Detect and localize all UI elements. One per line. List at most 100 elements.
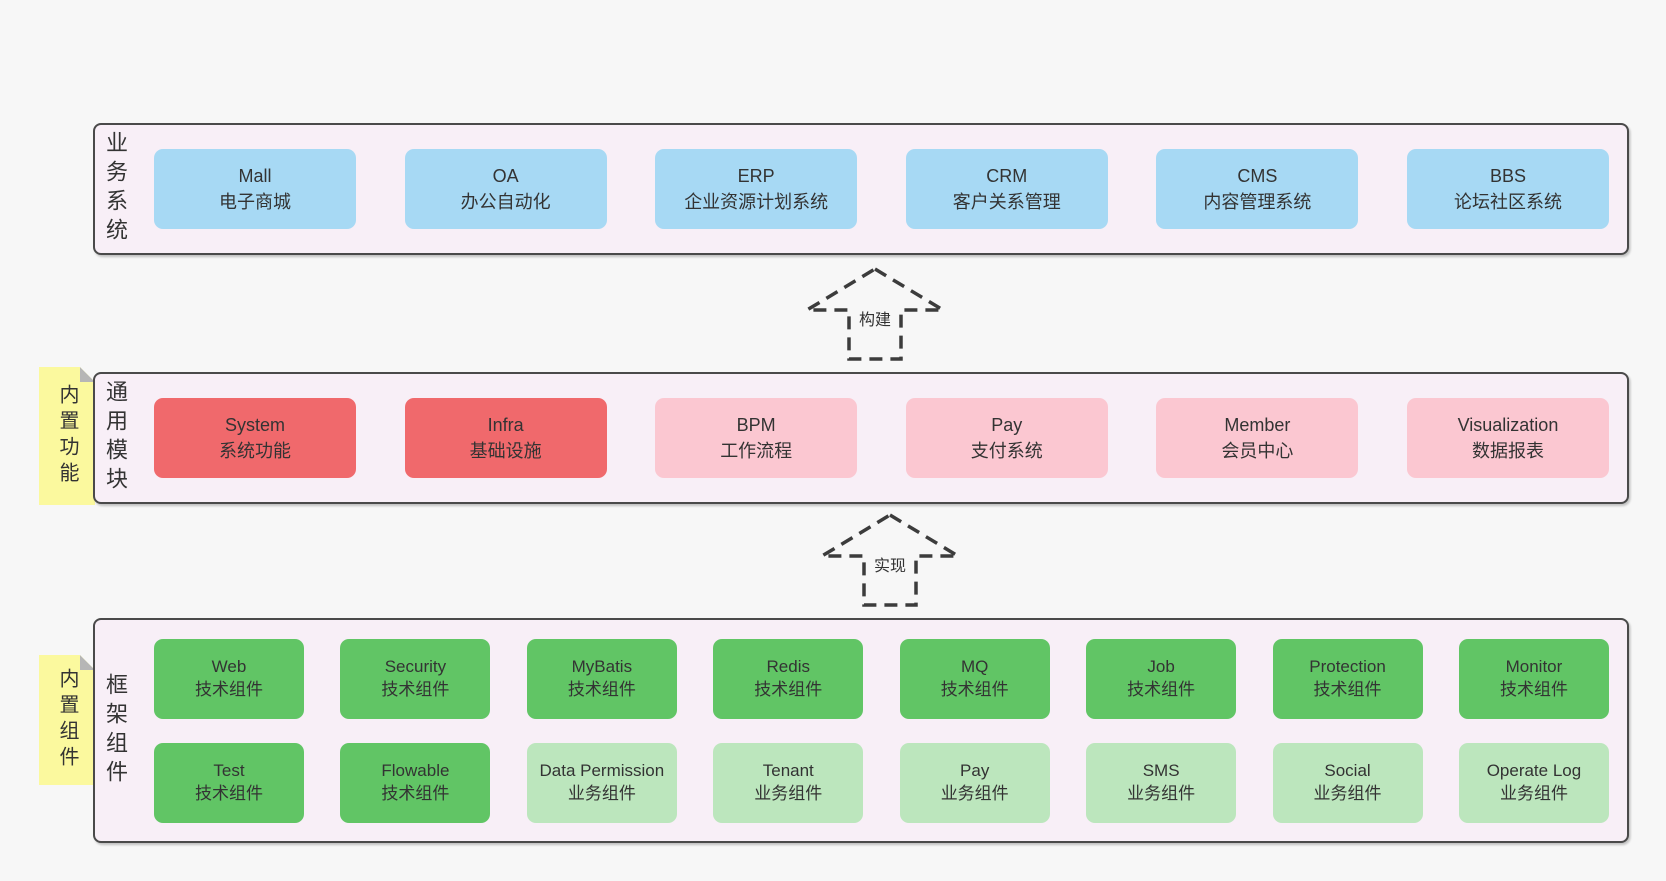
sticky-note-built-in-functions: 内置功能 [39,367,95,505]
box-mybatis: MyBatis 技术组件 [526,638,677,719]
sticky-note-label: 内置功能 [56,384,78,488]
box-member: Member 会员中心 [1156,398,1359,478]
box-erp: ERP 企业资源计划系统 [655,149,858,229]
box-name: Monitor [1505,656,1563,676]
box-name: Redis [766,656,810,676]
box-name: Job [1147,656,1175,676]
box-name: Web [211,656,247,676]
box-web: Web 技术组件 [154,638,304,719]
box-name: Social [1324,760,1371,780]
box-sms: SMS 业务组件 [1086,742,1237,823]
box-name: Infra [487,414,524,435]
box-desc: 办公自动化 [460,192,551,212]
box-desc: 工作流程 [720,441,793,461]
band-common-modules-content: System 系统功能 Infra 基础设施 BPM 工作流程 Pay 支付系统… [154,374,1609,502]
box-infra: Infra 基础设施 [404,398,607,478]
box-desc: 系统功能 [219,441,291,461]
box-name: SMS [1142,760,1180,780]
box-monitor: Monitor 技术组件 [1458,638,1609,719]
box-desc: 技术组件 [381,679,450,699]
box-name: Protection [1309,656,1386,676]
box-name: Tenant [762,760,814,780]
box-desc: 基础设施 [469,441,542,461]
band-business-systems-content: Mall 电子商城 OA 办公自动化 ERP 企业资源计划系统 CRM 客户关系… [154,125,1609,253]
box-desc: 论坛社区系统 [1453,192,1562,212]
box-bpm: BPM 工作流程 [655,398,858,478]
box-name: Operate Log [1486,760,1582,780]
box-mq: MQ 技术组件 [899,638,1050,719]
build-arrow-label: 构建 [855,305,895,331]
band-common-modules: 通用模块 System 系统功能 Infra 基础设施 BPM 工作流程 Pay… [93,372,1629,504]
framework-row-2: Test 技术组件 Flowable 技术组件 Data Permission … [154,742,1609,823]
box-desc: 技术组件 [195,679,263,699]
box-name: Pay [991,414,1023,435]
box-desc: 技术组件 [567,679,636,699]
box-desc: 业务组件 [940,783,1009,803]
box-name: BBS [1489,165,1526,186]
box-name: Flowable [381,760,450,780]
box-security: Security 技术组件 [340,638,491,719]
box-test: Test 技术组件 [154,742,304,823]
box-desc: 技术组件 [1499,679,1568,699]
implement-arrow: 实现 [806,512,974,608]
build-arrow: 构建 [791,266,959,362]
box-protection: Protection 技术组件 [1272,638,1423,719]
framework-row-1: Web 技术组件 Security 技术组件 MyBatis 技术组件 Redi… [154,638,1609,719]
box-social: Social 业务组件 [1272,742,1423,823]
box-desc: 技术组件 [1127,679,1196,699]
box-crm: CRM 客户关系管理 [905,149,1108,229]
box-desc: 业务组件 [1127,783,1196,803]
box-desc: 技术组件 [1313,679,1382,699]
band-framework-components-content: Web 技术组件 Security 技术组件 MyBatis 技术组件 Redi… [154,620,1609,841]
box-data-permission: Data Permission 业务组件 [526,742,677,823]
box-redis: Redis 技术组件 [713,638,864,719]
box-name: Visualization [1457,414,1559,435]
box-name: Data Permission [539,760,665,780]
sticky-note-label: 内置组件 [56,668,78,772]
box-desc: 企业资源计划系统 [684,192,829,212]
box-flowable: Flowable 技术组件 [340,742,491,823]
box-desc: 会员中心 [1221,441,1294,461]
box-name: BPM [736,414,776,435]
box-mall: Mall 电子商城 [154,149,356,229]
box-desc: 客户关系管理 [952,192,1061,212]
box-desc: 业务组件 [567,783,636,803]
box-pay-system: Pay 支付系统 [905,398,1108,478]
box-name: Security [384,656,447,676]
box-name: System [224,414,285,435]
box-name: MyBatis [571,656,633,676]
box-desc: 业务组件 [1313,783,1382,803]
box-pay-component: Pay 业务组件 [899,742,1050,823]
box-name: CRM [986,165,1028,186]
box-tenant: Tenant 业务组件 [713,742,864,823]
box-desc: 技术组件 [940,679,1009,699]
box-system: System 系统功能 [154,398,356,478]
band-business-systems-label: 业务系统 [103,131,128,247]
box-desc: 业务组件 [1499,783,1568,803]
box-name: Test [213,760,245,780]
box-desc: 技术组件 [754,679,823,699]
box-desc: 电子商城 [219,192,291,212]
box-oa: OA 办公自动化 [404,149,607,229]
band-common-modules-label: 通用模块 [103,380,128,496]
band-framework-components: 框架组件 Web 技术组件 Security 技术组件 MyBatis 技术组件… [93,618,1629,843]
box-name: OA [492,165,519,186]
box-desc: 支付系统 [970,441,1043,461]
box-desc: 数据报表 [1471,441,1544,461]
box-desc: 技术组件 [381,783,450,803]
box-bbs: BBS 论坛社区系统 [1406,149,1609,229]
box-name: Mall [238,165,272,186]
box-operate-log: Operate Log 业务组件 [1458,742,1609,823]
box-cms: CMS 内容管理系统 [1156,149,1359,229]
box-name: Pay [960,760,990,780]
sticky-note-built-in-components: 内置组件 [39,655,95,785]
box-visualization: Visualization 数据报表 [1406,398,1609,478]
box-desc: 内容管理系统 [1203,192,1312,212]
implement-arrow-label: 实现 [870,551,910,577]
box-desc: 业务组件 [754,783,823,803]
box-job: Job 技术组件 [1086,638,1237,719]
box-desc: 技术组件 [195,783,263,803]
box-name: ERP [737,165,775,186]
band-framework-components-label: 框架组件 [103,672,128,789]
